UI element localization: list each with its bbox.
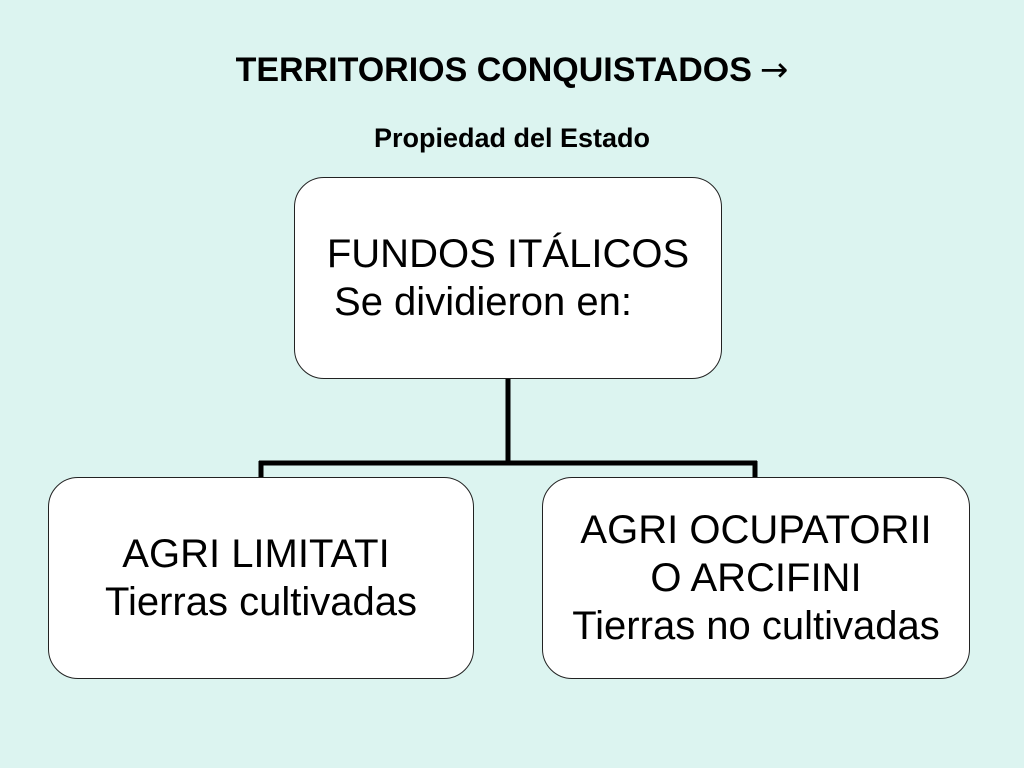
node-left-title: AGRI LIMITATI: [122, 532, 390, 576]
node-left-description: Tierras cultivadas: [105, 580, 417, 624]
node-root-subtitle: Se dividieron en:: [334, 280, 632, 324]
node-fundos-italicos: FUNDOS ITÁLICOS Se dividieron en:: [294, 177, 722, 379]
node-right-description: Tierras no cultivadas: [572, 604, 940, 648]
node-agri-ocupatorii: AGRI OCUPATORII O ARCIFINI Tierras no cu…: [542, 477, 970, 679]
node-agri-limitati: AGRI LIMITATI Tierras cultivadas: [48, 477, 474, 679]
slide-title-text: TERRITORIOS CONQUISTADOS: [235, 51, 752, 89]
slide-title: TERRITORIOS CONQUISTADOS→: [0, 44, 1024, 96]
right-arrow-icon: →: [759, 50, 789, 90]
slide-subtitle: Propiedad del Estado: [373, 123, 651, 153]
node-right-title: AGRI OCUPATORII: [580, 508, 932, 552]
node-root-title: FUNDOS ITÁLICOS: [326, 232, 690, 276]
node-right-subtitle: O ARCIFINI: [650, 556, 862, 600]
